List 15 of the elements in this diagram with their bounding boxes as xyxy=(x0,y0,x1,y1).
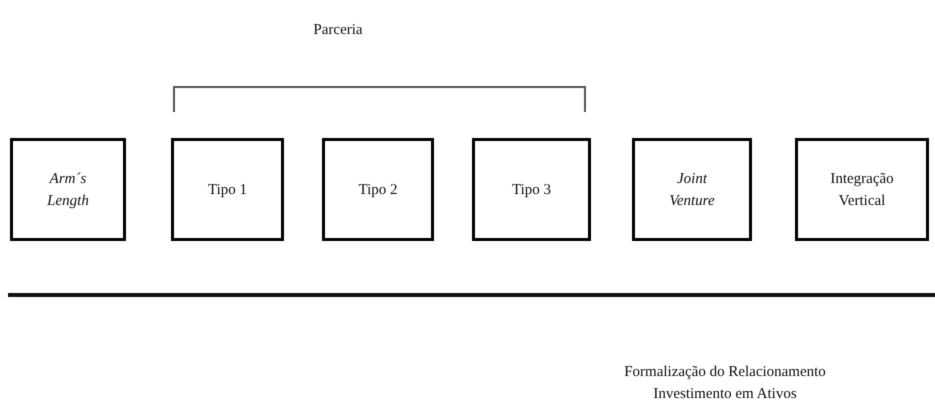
box xyxy=(10,138,126,241)
box-label: Tipo 2 xyxy=(357,180,399,200)
box-label: Arm´s Length xyxy=(46,170,90,210)
box-label: Tipo 1 xyxy=(206,180,248,200)
axis-label: Investimento em Ativos xyxy=(653,386,797,403)
bracket-label: Parceria xyxy=(313,22,363,39)
box xyxy=(632,138,752,241)
box xyxy=(171,138,284,241)
box-label: Tipo 3 xyxy=(510,180,552,200)
box xyxy=(795,138,929,241)
axis-label: Formalização do Relacionamento xyxy=(624,364,826,381)
box-label: Integração Vertical xyxy=(829,170,895,210)
box-label: Joint Venture xyxy=(668,170,716,210)
box xyxy=(322,138,434,241)
box xyxy=(472,138,591,241)
